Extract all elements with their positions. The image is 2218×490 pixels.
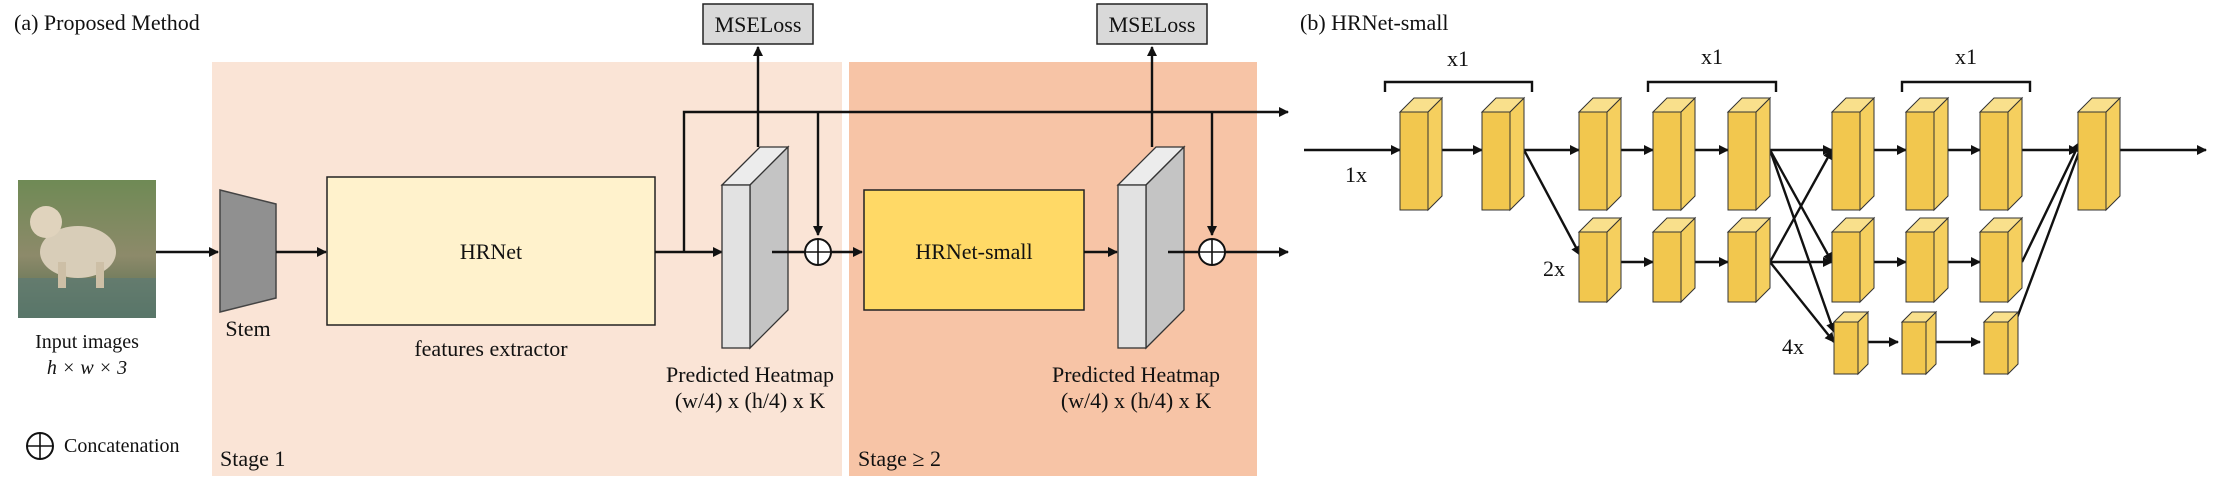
heatmap2-label-1: Predicted Heatmap [1052, 362, 1220, 387]
feature-block [1651, 216, 1697, 304]
feature-block [1978, 216, 2024, 304]
hrnet-label: HRNet [460, 239, 522, 264]
feature-block [2076, 96, 2122, 212]
row3-label: 4x [1782, 334, 1804, 359]
group1-label: x1 [1447, 46, 1469, 71]
features-label: features extractor [414, 336, 568, 361]
feature-block [1982, 310, 2020, 376]
stage1-label: Stage 1 [220, 446, 285, 471]
input-label-2: h × w × 3 [47, 357, 127, 379]
stage2-label: Stage ≥ 2 [858, 446, 941, 471]
heatmap1-label-1: Predicted Heatmap [666, 362, 834, 387]
brace-group1 [1383, 80, 1534, 92]
feature-block [1577, 96, 1623, 212]
panel-a-title: (a) Proposed Method [14, 10, 200, 35]
hrnet-small-connections [1442, 141, 2207, 347]
input-label-1: Input images [35, 331, 139, 353]
brace-group2 [1646, 80, 1778, 92]
hrnet-block [326, 176, 656, 326]
row1-label: 1x [1345, 162, 1367, 187]
brace-group3 [1900, 80, 2032, 92]
heatmap1-label-2: (w/4) x (h/4) x K [675, 388, 825, 413]
stem-block [219, 189, 277, 313]
concat-symbol-1 [804, 238, 832, 266]
hrnet-small-label: HRNet-small [915, 239, 1032, 264]
mse-loss-1 [702, 3, 814, 45]
hrnet-small-block [863, 189, 1085, 311]
feature-block [1832, 310, 1870, 376]
arrow-features-skip [682, 107, 1289, 252]
feature-block [1480, 96, 1526, 212]
feature-block [1904, 96, 1950, 212]
hrnet-small-blocks [1398, 96, 2122, 376]
feature-block [1830, 216, 1876, 304]
mse-loss-2 [1096, 3, 1208, 45]
concat-symbol-2 [1198, 238, 1226, 266]
feature-block [1726, 216, 1772, 304]
heatmap2-block [1116, 145, 1186, 350]
stem-label: Stem [225, 316, 270, 341]
feature-block [1726, 96, 1772, 212]
heatmap1-block [720, 145, 790, 350]
feature-block [1904, 216, 1950, 304]
mse-loss-2-label: MSELoss [1109, 12, 1196, 37]
feature-block [1651, 96, 1697, 212]
concat-legend-icon [26, 432, 54, 460]
feature-block [1978, 96, 2024, 212]
feature-block [1830, 96, 1876, 212]
input-image [18, 180, 156, 318]
panel-b-title: (b) HRNet-small [1300, 10, 1448, 35]
group2-label: x1 [1701, 44, 1723, 69]
feature-block [1577, 216, 1623, 304]
row2-label: 2x [1543, 256, 1565, 281]
group3-label: x1 [1955, 44, 1977, 69]
legend-label: Concatenation [64, 435, 180, 457]
mse-loss-1-label: MSELoss [715, 12, 802, 37]
feature-block [1900, 310, 1938, 376]
feature-block [1398, 96, 1444, 212]
heatmap2-label-2: (w/4) x (h/4) x K [1061, 388, 1211, 413]
